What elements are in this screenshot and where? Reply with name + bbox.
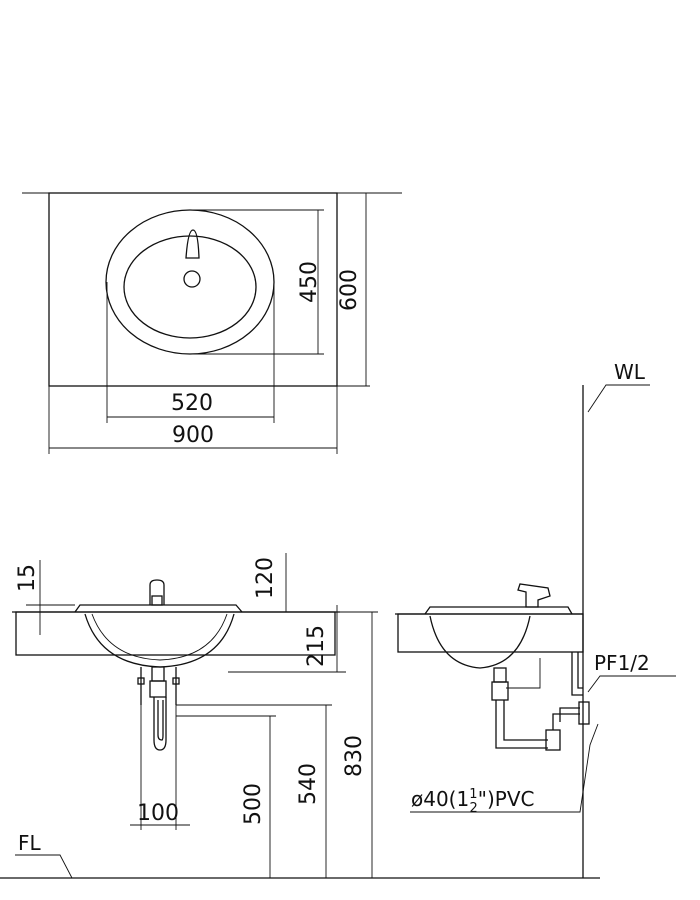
popup-rod <box>506 658 541 689</box>
side-countertop <box>397 613 584 653</box>
pf-leader <box>587 675 676 693</box>
dim-830: 830 <box>342 735 367 777</box>
side-drain-nut <box>491 681 509 701</box>
dim-120: 120 <box>253 557 278 599</box>
fl-leader <box>15 854 73 879</box>
supply-pipe <box>571 652 583 696</box>
dim-450: 450 <box>297 261 322 303</box>
side-trap-inner <box>503 700 548 741</box>
basin-bowl <box>123 235 257 339</box>
dim-15: 15 <box>15 564 40 592</box>
dim-540: 540 <box>296 763 321 805</box>
faucet-handle-top <box>185 229 200 259</box>
top-view: 520 900 450 600 <box>22 192 402 454</box>
side-trap-up <box>552 713 580 730</box>
side-bowl <box>429 615 531 669</box>
dim-520: 520 <box>171 391 213 416</box>
basin-rim <box>74 604 243 613</box>
wl-leader <box>587 384 650 413</box>
faucet-front <box>149 579 165 605</box>
dim-215: 215 <box>304 625 329 667</box>
valve-right <box>172 677 180 685</box>
drain-nut <box>149 680 167 698</box>
side-trap-down <box>495 700 548 749</box>
side-trap-up-inner <box>559 707 580 722</box>
dim-100: 100 <box>137 801 179 826</box>
countertop-outline <box>48 192 338 387</box>
valve-left <box>137 677 145 685</box>
side-rim <box>424 606 573 615</box>
dim-600: 600 <box>337 269 362 311</box>
trap-pipe <box>153 697 167 751</box>
basin-outer-rim <box>105 209 275 355</box>
wall-fitting <box>578 701 590 725</box>
front-countertop <box>15 611 336 656</box>
label-wl: WL <box>614 360 646 384</box>
pipe-leader <box>410 723 599 813</box>
front-view: 15 120 215 100 500 540 830 FL <box>0 553 600 879</box>
faucet-base <box>151 595 163 606</box>
side-trap-joint <box>545 729 561 751</box>
faucet-side <box>517 583 551 608</box>
drain-top <box>151 666 165 682</box>
dim-900: 900 <box>172 423 214 448</box>
supply-pipe-inner <box>577 652 583 689</box>
label-pf: PF1/2 <box>594 651 650 675</box>
trap-inner <box>157 700 164 741</box>
side-drain-top <box>493 667 507 683</box>
dim-500: 500 <box>241 783 266 825</box>
label-fl: FL <box>18 831 42 855</box>
basin-bowl-inner <box>91 613 228 661</box>
faucet-hole <box>183 270 201 288</box>
